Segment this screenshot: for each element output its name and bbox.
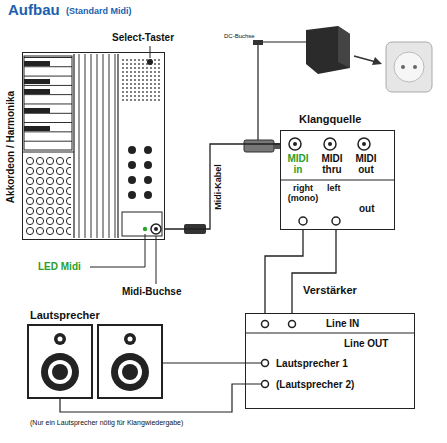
box-heading: Verstärker (303, 284, 357, 296)
port-label: left (327, 184, 341, 194)
device-box: VerstärkerLine INLine OUTLautsprecher 1(… (245, 313, 415, 409)
part-label: Midi-Buchse (122, 286, 181, 297)
audio-cable (265, 230, 303, 313)
port-label: MIDI out (351, 153, 381, 175)
part-label: Lautsprecher (30, 309, 100, 321)
port-label: MIDI in (283, 153, 313, 175)
cable-label: Midi-Kabel (214, 163, 224, 211)
dc-plug (253, 40, 263, 45)
leader-lines (90, 46, 156, 284)
port-label: MIDI thru (317, 153, 347, 175)
subtitle: (Standard Midi) (66, 7, 132, 17)
device-box: KlangquelleMIDI inMIDI thruMIDI outright… (280, 130, 395, 230)
part-label: Select-Taster (112, 32, 174, 43)
power-adapter (338, 26, 350, 68)
speaker (98, 325, 162, 398)
wall-socket (386, 42, 432, 92)
speaker (28, 325, 92, 398)
device-box: Akkordeon / Harmonika (22, 52, 165, 240)
title: Aufbau (8, 2, 60, 19)
part-label: LED Midi (38, 261, 81, 272)
arrow-head (372, 57, 382, 65)
wall-socket (394, 52, 424, 82)
midi-cable (165, 144, 280, 229)
audio-cable (292, 230, 336, 313)
box-heading: Klangquelle (299, 113, 361, 125)
note: (Nur ein Lautsprecher nötig für Klangwie… (30, 419, 183, 427)
accordion-drawing (22, 54, 162, 238)
part-label: DC-Buchse (224, 33, 255, 40)
port-label: Line OUT (344, 338, 388, 349)
arrow-line (354, 56, 376, 62)
jacks (281, 138, 394, 225)
port-label: Lautsprecher 1 (276, 358, 348, 369)
power-adapter (306, 26, 350, 74)
port-label: right (mono) (284, 184, 322, 204)
jacks (246, 321, 414, 388)
speaker-wires (60, 363, 261, 412)
port-label: out (359, 203, 375, 214)
midi-plug (244, 140, 274, 152)
port-label: Line IN (326, 318, 359, 329)
dc-cable (258, 42, 306, 140)
port-label: (Lautsprecher 2) (276, 379, 354, 390)
device-label: Akkordeon / Harmonika (5, 91, 16, 203)
